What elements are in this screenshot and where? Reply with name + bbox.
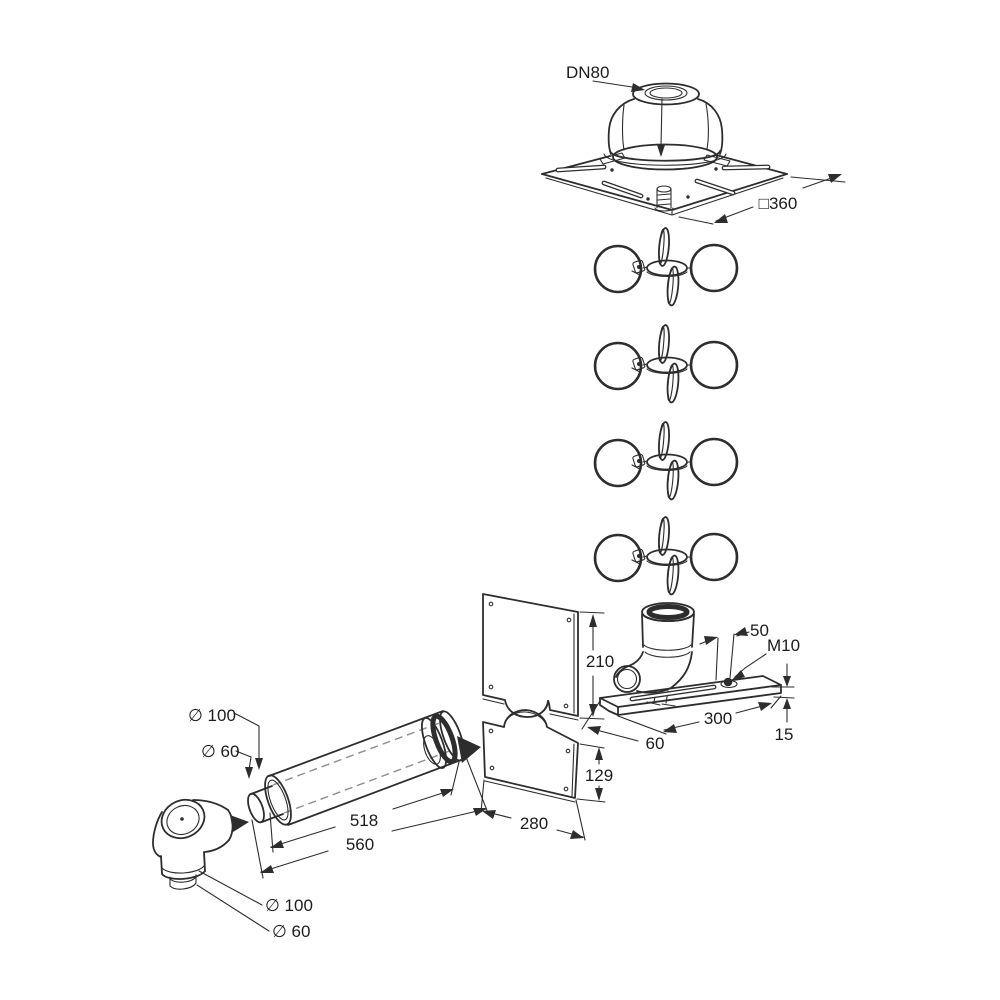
dim-60: 60 — [581, 700, 665, 753]
m10-bolt — [723, 677, 733, 687]
dim-210: 210 — [579, 611, 614, 720]
dim-129: 129 — [576, 743, 613, 803]
pipe-outer-dia-label: ∅ 100 — [188, 706, 236, 725]
rail-height-label: 15 — [775, 725, 794, 744]
label-bend-outer-dia: ∅ 100 — [198, 870, 313, 915]
label-pipe-outer-dia: ∅ 100 — [188, 706, 263, 770]
dn80-label: DN80 — [566, 63, 609, 82]
upper-plate-height-label: 210 — [586, 652, 614, 671]
bend-outer-dia-label: ∅ 100 — [265, 896, 313, 915]
dim-300: 300 — [617, 695, 782, 735]
lower-plate-height-label: 129 — [585, 766, 613, 785]
wall-plate-upper — [482, 593, 579, 721]
rail-length-label: 300 — [704, 709, 732, 728]
assembly-arrow-bend — [230, 815, 249, 832]
roof-terminal — [541, 82, 788, 216]
pipe-inner-dia-label: ∅ 60 — [201, 742, 239, 761]
assembly-arrow-pipe — [457, 736, 481, 763]
dim-dn80: DN80 — [566, 63, 645, 92]
pipe-overall-length-label: 560 — [346, 835, 374, 854]
label-pipe-inner-dia: ∅ 60 — [201, 742, 253, 779]
dim-15: 15 — [771, 663, 795, 744]
dim-base-360: □360 — [678, 174, 846, 225]
support-rail — [599, 675, 782, 716]
bend-inner-dia-label: ∅ 60 — [272, 922, 310, 941]
bolt-thread-label: M10 — [767, 636, 800, 655]
dim-50: 50 — [699, 621, 769, 681]
dim-518: 518 — [269, 761, 460, 853]
coaxial-pipe — [247, 710, 481, 826]
pipe-length-label: 518 — [350, 811, 378, 830]
dim-560: 560 — [251, 756, 489, 879]
slot-offset-label: 50 — [750, 621, 769, 640]
label-m10: M10 — [731, 636, 800, 681]
base-plate-dim-label: □360 — [759, 194, 798, 213]
label-bend-inner-dia: ∅ 60 — [196, 884, 310, 941]
plate-width-label: 280 — [520, 814, 548, 833]
wall-plate-lower — [482, 709, 579, 803]
rail-width-label: 60 — [646, 734, 665, 753]
